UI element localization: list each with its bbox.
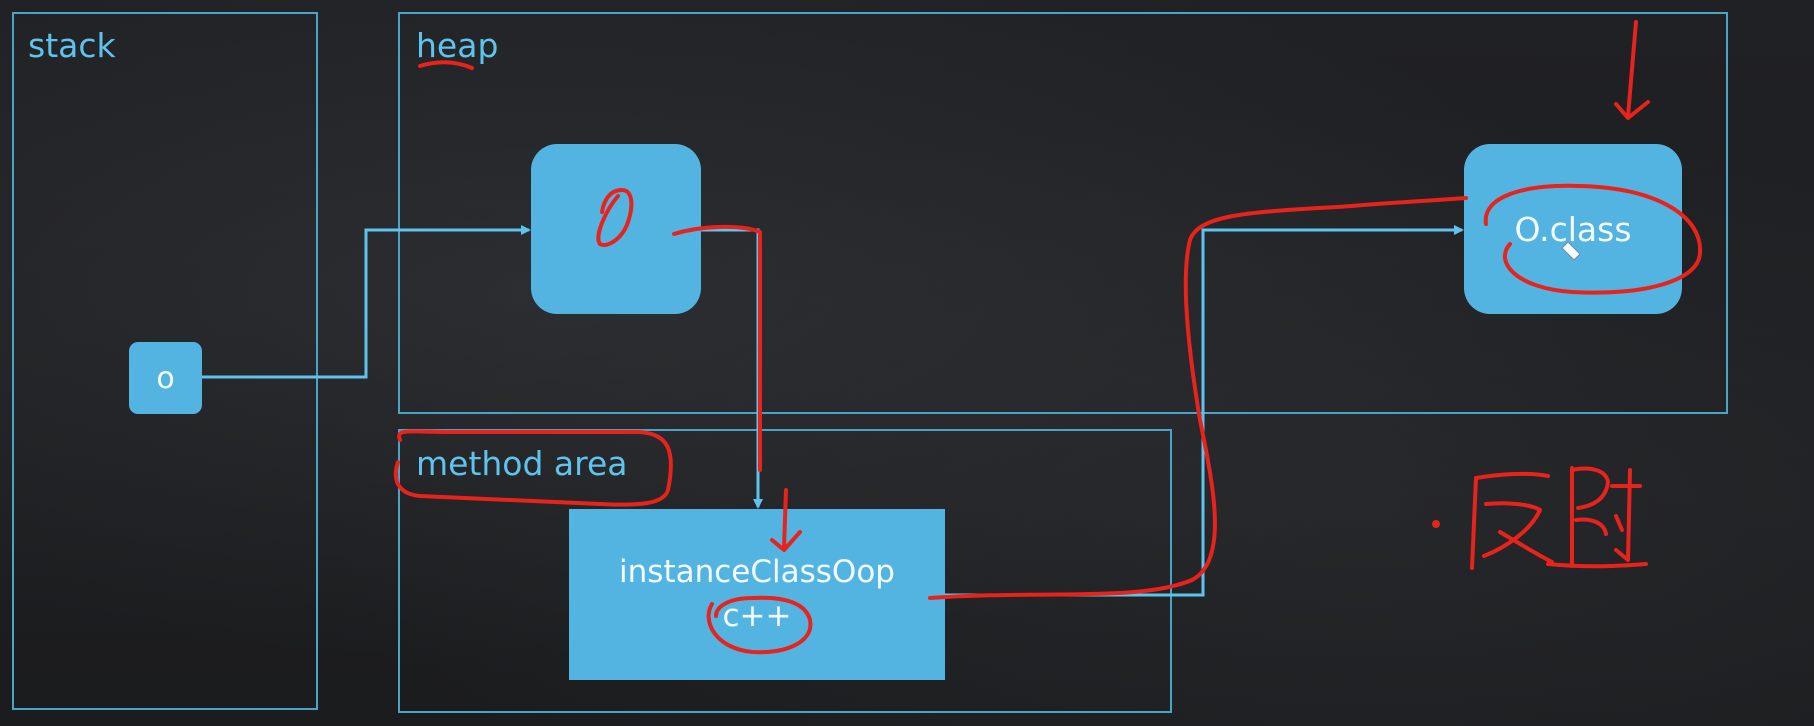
heap-object-node: [531, 144, 701, 314]
stack-ref-label: o: [156, 360, 175, 396]
class-object-node: O.class: [1464, 144, 1682, 314]
instance-class-oop-label: instanceClassOop: [619, 554, 895, 591]
method-area-label: method area: [416, 444, 628, 483]
stack-ref-node: o: [129, 342, 202, 414]
heap-label: heap: [416, 26, 499, 65]
handwritten-chinese-annotation: [1432, 466, 1648, 570]
instance-class-oop-sublabel: c++: [722, 597, 792, 634]
instance-class-oop-node: instanceClassOop c++: [569, 509, 945, 680]
stack-label: stack: [28, 26, 116, 65]
class-object-label: O.class: [1514, 209, 1632, 249]
